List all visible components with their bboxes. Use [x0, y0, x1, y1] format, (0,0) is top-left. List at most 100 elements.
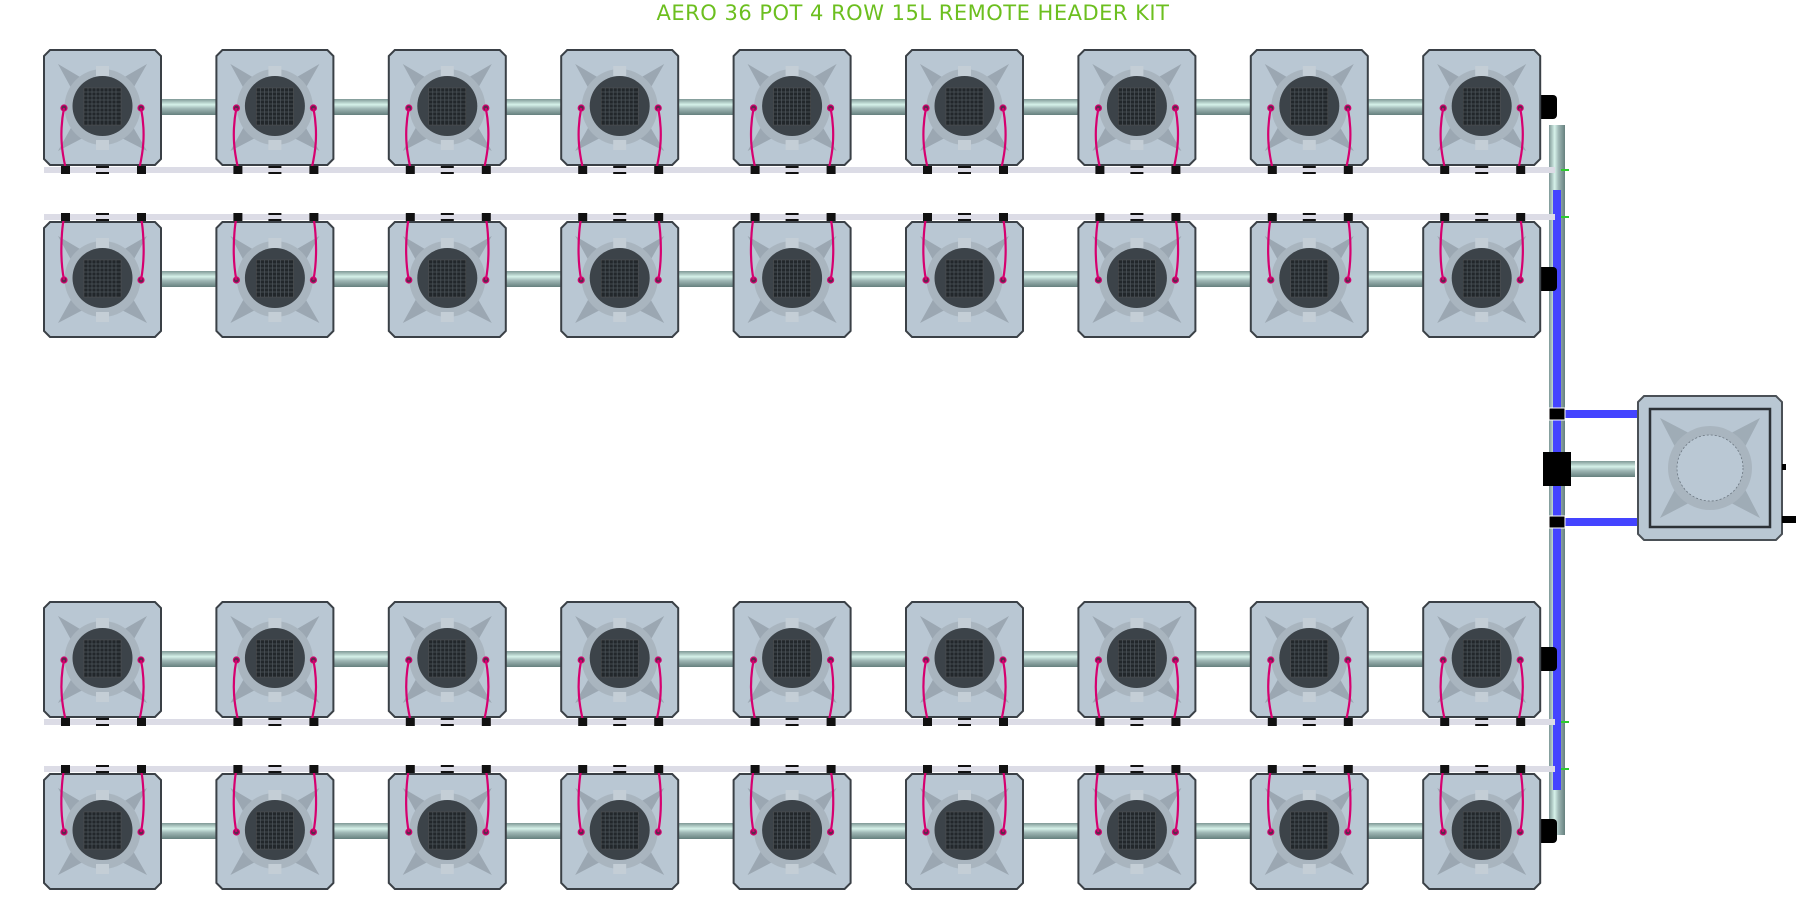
- stake-icon: [440, 172, 454, 174]
- dripper-icon: [999, 166, 1008, 174]
- dripper-icon: [1343, 213, 1353, 221]
- dripper-icon: [1267, 718, 1277, 726]
- dripper-icon: [826, 765, 836, 773]
- dripper-icon: [309, 718, 319, 726]
- dripper-icon: [1440, 213, 1450, 221]
- dripper-icon: [233, 166, 243, 174]
- dripper-icon: [654, 213, 664, 221]
- dripper-icon: [1267, 166, 1277, 174]
- stake-icon: [1302, 172, 1316, 174]
- stake-icon: [96, 771, 109, 773]
- dripper-icon: [309, 765, 319, 773]
- dripper-icon: [137, 213, 146, 221]
- dripper-icon: [1095, 718, 1105, 726]
- stake-icon: [1475, 213, 1489, 215]
- stake-icon: [613, 718, 627, 720]
- dripper-icon: [923, 765, 932, 773]
- stake-icon: [96, 172, 109, 174]
- dripper-icon: [137, 166, 146, 174]
- dripper-icon: [654, 166, 664, 174]
- dripper-icon: [578, 765, 588, 773]
- stake-icon: [268, 166, 282, 168]
- stake-icon: [268, 765, 282, 767]
- dripper-icon: [826, 718, 836, 726]
- stake-icon: [268, 213, 282, 215]
- dripper-icon: [233, 213, 243, 221]
- stake-icon: [1130, 219, 1144, 221]
- dripper-icon: [1343, 718, 1353, 726]
- dripper-icon: [1095, 166, 1105, 174]
- dripper-icon: [578, 213, 588, 221]
- stake-icon: [440, 724, 454, 726]
- stake-icon: [785, 219, 799, 221]
- dripper-icon: [1440, 718, 1450, 726]
- valve-icon: [1548, 515, 1566, 529]
- dripper-icon: [1516, 718, 1526, 726]
- stake-icon: [1302, 219, 1316, 221]
- drip-line: [44, 214, 1555, 220]
- dripper-icon: [233, 765, 243, 773]
- dripper-icon: [233, 718, 243, 726]
- drip-line: [44, 766, 1555, 772]
- dripper-icon: [481, 213, 491, 221]
- stake-icon: [958, 213, 971, 215]
- dripper-icon: [578, 166, 588, 174]
- stake-icon: [958, 172, 971, 174]
- stake-icon: [958, 718, 971, 720]
- dripper-icon: [405, 213, 415, 221]
- feed-line-to-tank: [1561, 410, 1651, 418]
- dripper-icon: [1171, 213, 1181, 221]
- dripper-icon: [1440, 166, 1450, 174]
- drip-connector: [1561, 721, 1569, 723]
- dripper-icon: [826, 166, 836, 174]
- stake-icon: [613, 172, 627, 174]
- stake-icon: [268, 172, 282, 174]
- stake-icon: [1475, 718, 1489, 720]
- drain-pipe-to-tank: [1565, 461, 1635, 477]
- dripper-icon: [1343, 166, 1353, 174]
- valve-icon: [1548, 407, 1566, 421]
- dripper-icon: [309, 166, 319, 174]
- stake-icon: [96, 213, 109, 215]
- drip-connector: [1561, 216, 1569, 218]
- stake-icon: [1302, 213, 1316, 215]
- stake-icon: [613, 765, 627, 767]
- dripper-icon: [1171, 718, 1181, 726]
- stake-icon: [613, 213, 627, 215]
- drip-line: [44, 167, 1555, 173]
- dripper-icon: [405, 765, 415, 773]
- tank-port: [1782, 464, 1786, 470]
- dripper-icon: [1343, 765, 1353, 773]
- drip-connector: [1561, 169, 1569, 171]
- dripper-icon: [1171, 166, 1181, 174]
- stake-icon: [96, 724, 109, 726]
- stake-icon: [96, 166, 109, 168]
- stake-icon: [1130, 166, 1144, 168]
- tank-outlet: [1782, 516, 1796, 523]
- dripper-icon: [1095, 213, 1105, 221]
- dripper-icon: [826, 213, 836, 221]
- stake-icon: [1130, 172, 1144, 174]
- dripper-icon: [1516, 213, 1526, 221]
- dripper-icon: [923, 166, 932, 174]
- dripper-icon: [750, 213, 760, 221]
- stake-icon: [96, 219, 109, 221]
- dripper-icon: [61, 718, 70, 726]
- dripper-icon: [1516, 166, 1526, 174]
- stake-icon: [440, 166, 454, 168]
- diagram-title: AERO 36 POT 4 ROW 15L REMOTE HEADER KIT: [656, 1, 1170, 25]
- dripper-icon: [999, 765, 1008, 773]
- stake-icon: [613, 219, 627, 221]
- dripper-icon: [405, 718, 415, 726]
- stake-icon: [96, 718, 109, 720]
- stake-icon: [958, 219, 971, 221]
- dripper-icon: [61, 765, 70, 773]
- stake-icon: [785, 172, 799, 174]
- tank-lid: [1676, 434, 1744, 502]
- dripper-icon: [137, 718, 146, 726]
- stake-icon: [268, 718, 282, 720]
- stake-icon: [96, 765, 109, 767]
- stake-icon: [1475, 166, 1489, 168]
- stake-icon: [613, 771, 627, 773]
